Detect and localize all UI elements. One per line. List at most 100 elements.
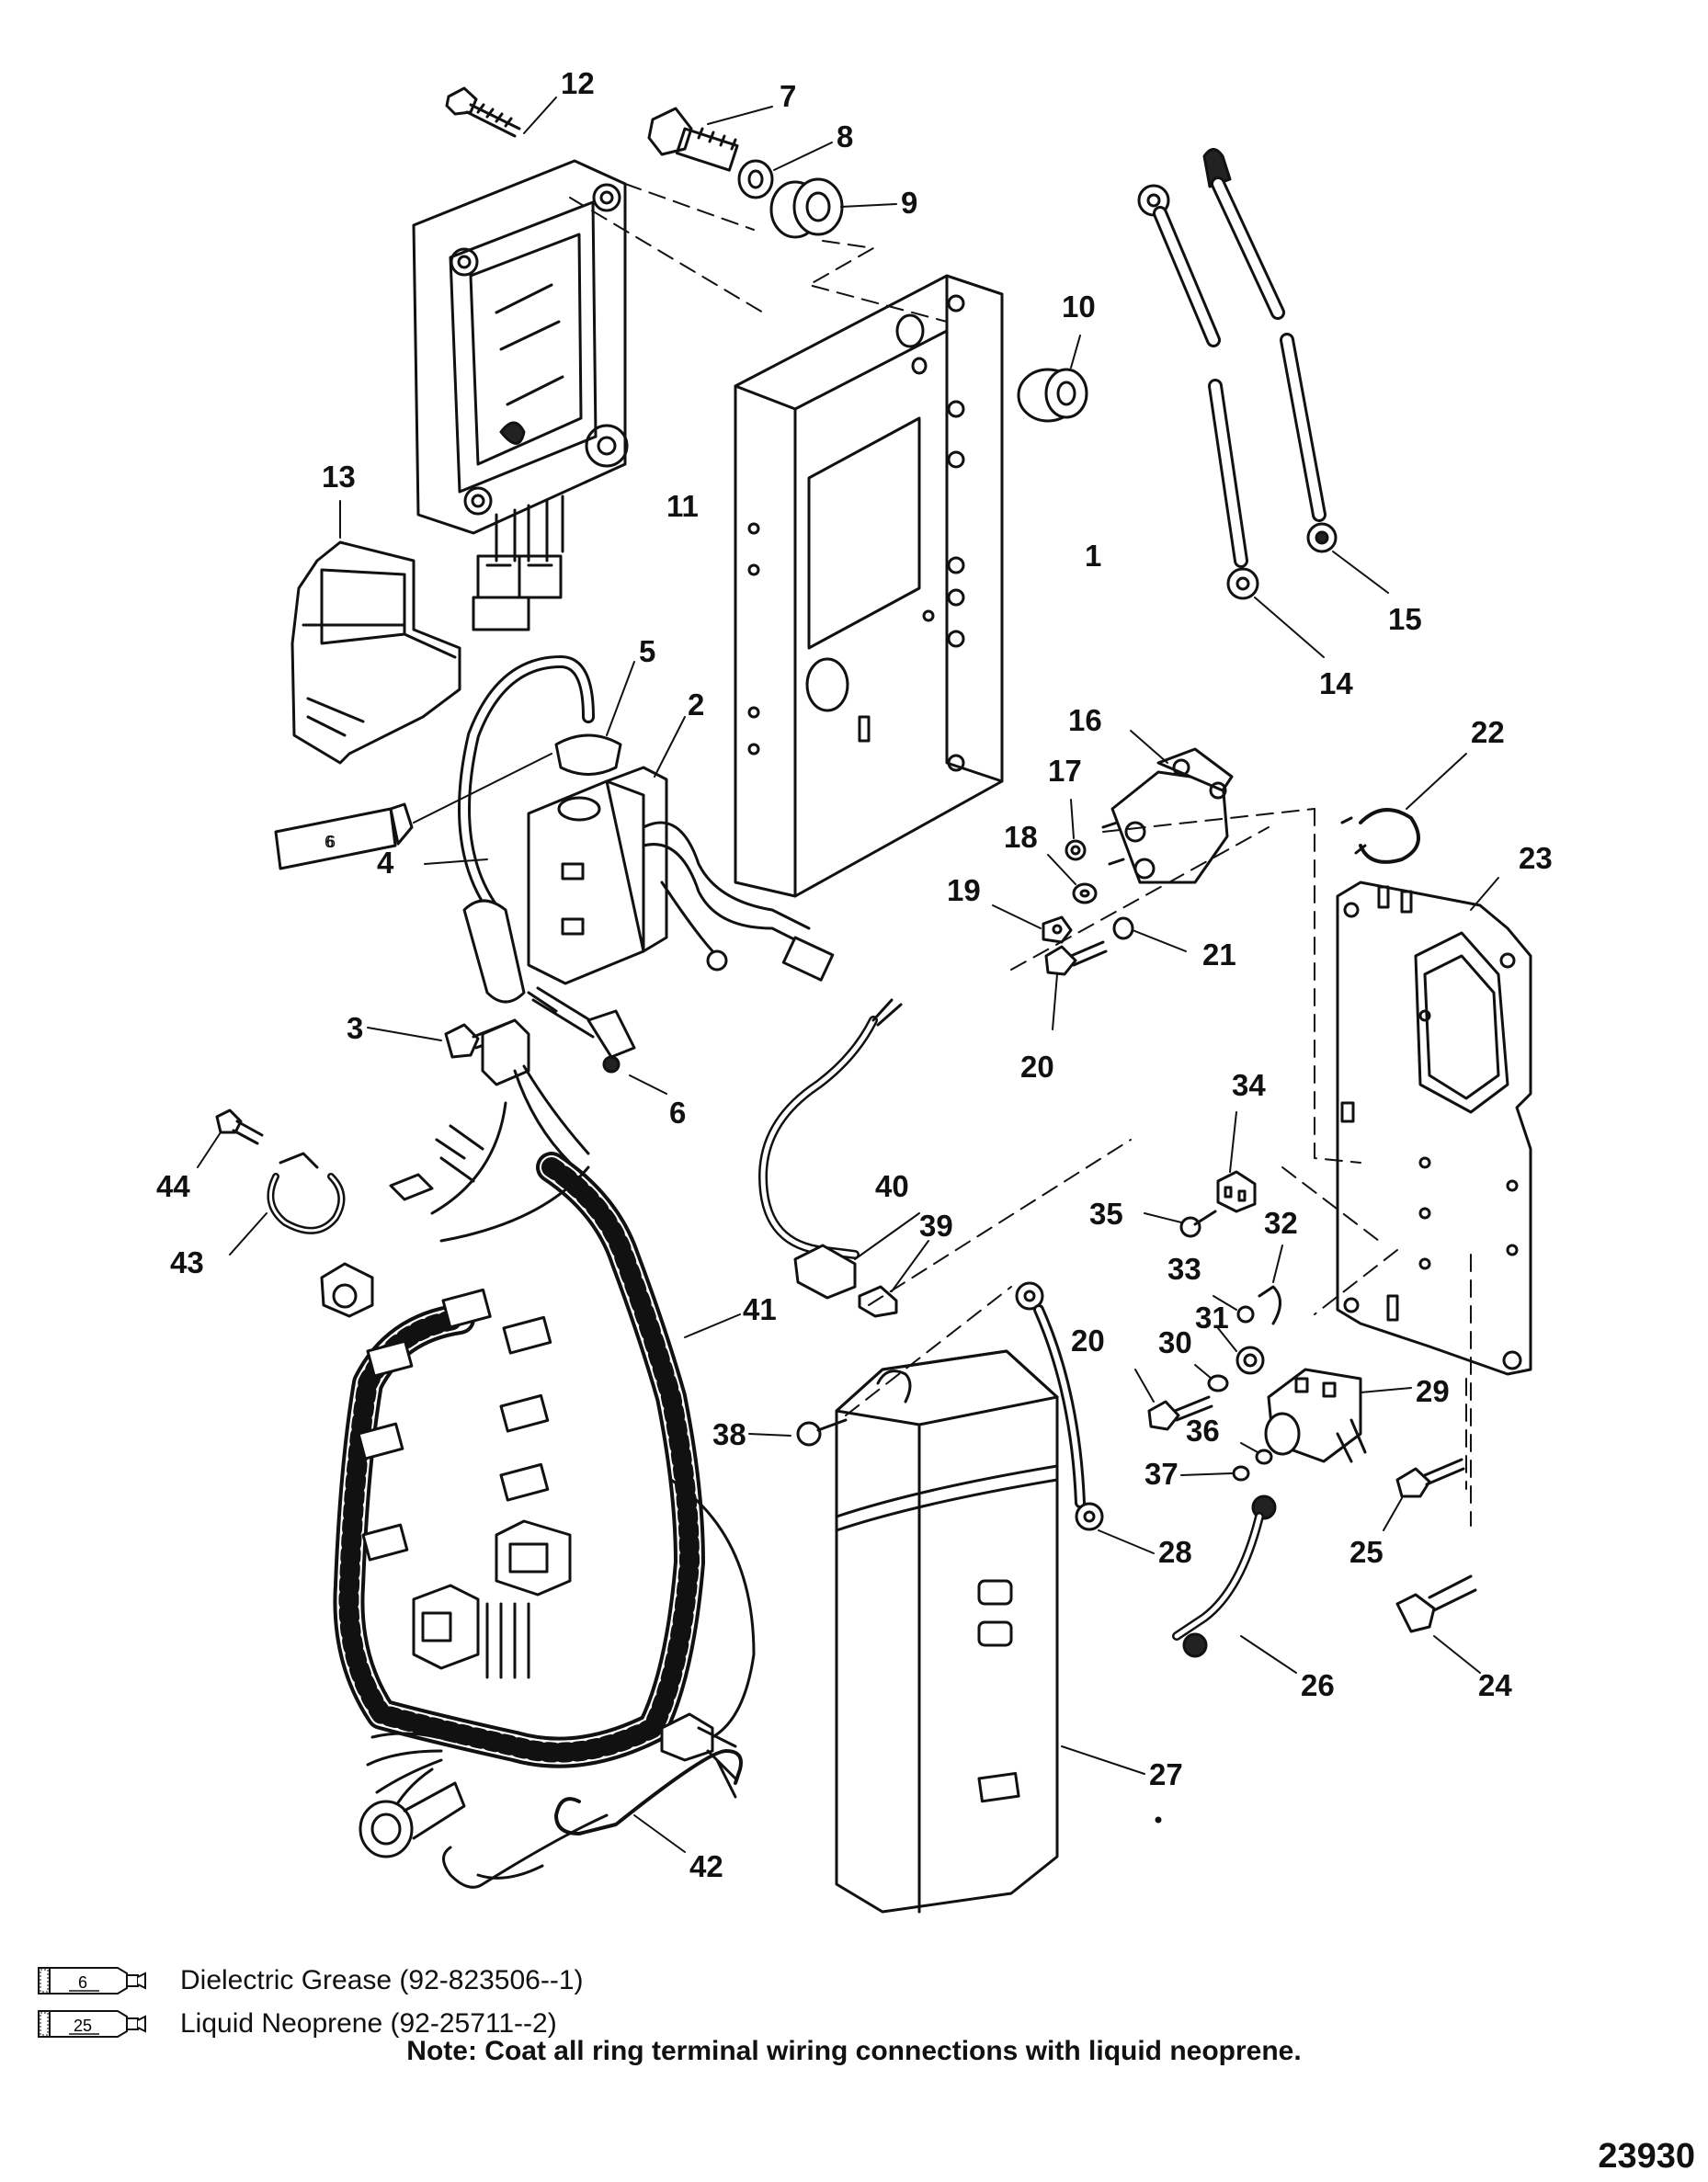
- callout-4: 4: [377, 846, 394, 880]
- bolt-part-24: [1395, 1574, 1481, 1674]
- figure-number: 23930: [1598, 2137, 1695, 2176]
- cable-part-15: [1202, 148, 1389, 594]
- svg-text:25: 25: [74, 2017, 92, 2035]
- callout-9: 9: [901, 186, 917, 220]
- callout-20a: 20: [1020, 1050, 1054, 1084]
- callout-37: 37: [1144, 1457, 1179, 1491]
- fuse-part-39: [858, 1240, 929, 1318]
- washer-part-21: [1112, 916, 1187, 952]
- callout-31: 31: [1195, 1301, 1229, 1335]
- callout-36: 36: [1186, 1414, 1220, 1448]
- callout-35: 35: [1089, 1197, 1123, 1231]
- callout-10: 10: [1062, 290, 1096, 324]
- electrical-plate-part-23: [1336, 877, 1532, 1376]
- ignition-coil-part-2: [527, 716, 835, 985]
- callout-7: 7: [780, 79, 796, 113]
- legend-text-dielectric-grease: Dielectric Grease (92-823506--1): [180, 1965, 584, 1995]
- legend-text-liquid-neoprene: Liquid Neoprene (92-25711--2): [180, 2008, 557, 2039]
- bolt-part-12: [445, 86, 557, 138]
- clip-part-34: [1216, 1111, 1257, 1213]
- callout-29: 29: [1416, 1374, 1450, 1408]
- callout-8: 8: [837, 119, 853, 153]
- callout-1: 1: [1085, 539, 1101, 573]
- callout-44: 44: [156, 1169, 190, 1203]
- cable-part-26: [1172, 1494, 1297, 1674]
- callout-24: 24: [1478, 1668, 1512, 1702]
- retaining-clip-part-22: [1340, 753, 1467, 864]
- callout-40: 40: [875, 1169, 909, 1203]
- callout-5: 5: [639, 634, 655, 668]
- callout-labels: 1 2 3 4 5 6 7 8 9 10 11 12 13 14 15 16 1…: [156, 66, 1553, 1883]
- electrical-box-cover-part-27: [835, 1349, 1145, 1914]
- clamp-part-43: [229, 1152, 346, 1256]
- callout-13: 13: [322, 460, 356, 494]
- bolt-part-25: [1383, 1458, 1465, 1531]
- callout-2: 2: [688, 688, 704, 722]
- callout-23: 23: [1519, 841, 1553, 875]
- spacer-part-30: [1194, 1364, 1229, 1392]
- callout-19: 19: [947, 873, 981, 907]
- callout-28: 28: [1158, 1535, 1192, 1569]
- callout-30: 30: [1158, 1325, 1192, 1359]
- clip-part-32: [1258, 1244, 1283, 1325]
- callout-41: 41: [743, 1292, 777, 1326]
- washer-part-36: [1240, 1442, 1273, 1465]
- washer-part-8: [737, 142, 833, 199]
- screw-part-38: [748, 1418, 848, 1447]
- nut-part-37: [1180, 1465, 1250, 1482]
- callout-17: 17: [1048, 754, 1082, 788]
- svg-text:6: 6: [78, 1973, 87, 1992]
- callout-16: 16: [1068, 703, 1102, 737]
- ignition-module-part-11: [412, 159, 629, 631]
- callout-3: 3: [347, 1011, 363, 1045]
- washer-part-18: [1047, 854, 1098, 904]
- mounting-bracket-part-1: [734, 274, 1004, 898]
- callout-34: 34: [1232, 1068, 1266, 1102]
- spark-plug-boot-part-5: [554, 661, 635, 776]
- callout-43: 43: [170, 1245, 204, 1279]
- screw-part-20: [1044, 940, 1108, 1030]
- screw-part-20-lower: [1134, 1369, 1213, 1431]
- grommet-part-31: [1217, 1327, 1265, 1375]
- callout-18: 18: [1004, 820, 1038, 854]
- callout-22: 22: [1471, 715, 1505, 749]
- nut-part-17: [1065, 799, 1087, 861]
- nut-part-19: [992, 904, 1073, 944]
- screw-part-35: [1144, 1210, 1217, 1238]
- callout-14: 14: [1319, 666, 1353, 700]
- bolt-part-7: [647, 106, 773, 172]
- callout-25: 25: [1349, 1535, 1383, 1569]
- callout-26: 26: [1301, 1668, 1335, 1702]
- legend-row-liquid-neoprene: 25 Liquid Neoprene (92-25711--2): [37, 2004, 557, 2044]
- callout-6a: 6: [669, 1096, 686, 1130]
- neoprene-tube-icon: 25: [38, 2010, 146, 2038]
- grommet-part-10: [1017, 335, 1088, 423]
- note-text: Note: Coat all ring terminal wiring conn…: [406, 2036, 1302, 2066]
- grease-tube-6-icon: 6: [274, 753, 552, 870]
- callout-6b: 6: [325, 833, 334, 851]
- callout-15: 15: [1388, 602, 1422, 636]
- callout-21: 21: [1202, 938, 1236, 972]
- spark-plug-lead-part-4: [424, 655, 595, 1004]
- harness-part-40: [758, 998, 920, 1300]
- grommet-part-9: [769, 177, 897, 239]
- screw-part-44: [197, 1108, 264, 1168]
- callout-42: 42: [689, 1849, 723, 1883]
- grease-tube-icon: 6: [38, 1967, 146, 1994]
- callout-11: 11: [666, 489, 699, 523]
- cable-part-14: [1137, 184, 1325, 658]
- callout-12: 12: [561, 66, 595, 100]
- cover-part-13: [290, 500, 461, 765]
- callout-27: 27: [1149, 1757, 1183, 1791]
- svg-text:6: 6: [326, 833, 336, 851]
- nut-part-33: [1213, 1295, 1255, 1324]
- cable-part-28: [1015, 1281, 1155, 1554]
- spring-clip-part-42: [442, 1749, 743, 1889]
- legend-row-dielectric-grease: 6 Dielectric Grease (92-823506--1): [37, 1960, 584, 2001]
- wiring-harness-part-41: [320, 1018, 756, 1858]
- callout-20b: 20: [1071, 1324, 1105, 1358]
- relay-part-29: [1264, 1368, 1412, 1463]
- callout-32: 32: [1264, 1206, 1298, 1240]
- starter-solenoid-part-16: [1101, 730, 1234, 884]
